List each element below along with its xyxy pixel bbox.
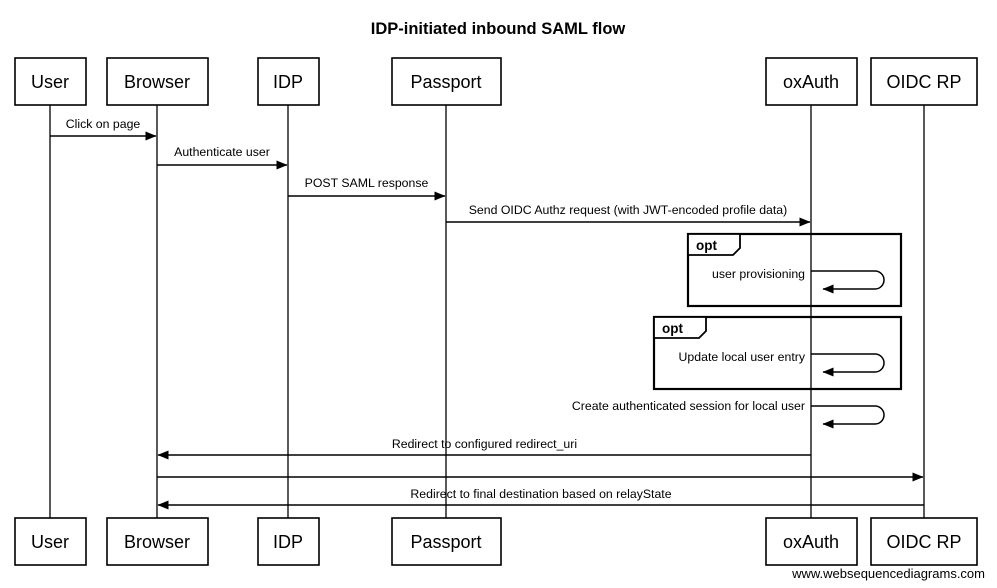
participant-box-passport-bottom: [391, 517, 502, 566]
participant-box-oidcrp-top: [870, 57, 978, 106]
fragment-opt1-label: opt: [696, 238, 717, 253]
participant-label-passport-bottom: Passport: [410, 532, 481, 552]
message-m8-label: Redirect to final destination based on r…: [410, 487, 671, 501]
participant-boxes-bottom: User Browser IDP Passport oxAuth OIDC RP: [14, 517, 978, 566]
participant-label-browser-bottom: Browser: [124, 532, 190, 552]
participant-label-oxauth-bottom: oxAuth: [783, 532, 839, 552]
participant-label-passport-top: Passport: [410, 72, 481, 92]
participant-box-oxauth-bottom: [765, 517, 858, 566]
fragment-opt2: [652, 315, 903, 391]
participant-box-oidcrp-bottom: [870, 517, 978, 566]
participant-box-idp-bottom: [257, 517, 320, 566]
participant-box-idp-top: [257, 57, 320, 106]
participant-label-browser-top: Browser: [124, 72, 190, 92]
participant-label-oidcrp-top: OIDC RP: [886, 72, 961, 92]
fragment-opt1: [686, 232, 903, 308]
participant-label-user-top: User: [31, 72, 69, 92]
message-m5-line: [811, 405, 885, 429]
participant-box-oxauth-top: [765, 57, 858, 106]
message-m6-label: Redirect to configured redirect_uri: [392, 437, 577, 451]
fragment-opt1-tab: [687, 233, 741, 256]
fragment-opt2-message-line: [811, 353, 885, 377]
participant-label-user-bottom: User: [31, 532, 69, 552]
lifelines: [49, 105, 925, 518]
participant-box-user-top: [14, 57, 87, 106]
message-m4-label: Send OIDC Authz request (with JWT-encode…: [469, 203, 788, 217]
fragment-opt2-label: opt: [662, 321, 683, 336]
page-title: IDP-initiated inbound SAML flow: [371, 20, 626, 38]
participant-box-browser-top: [106, 57, 209, 106]
participant-boxes-top: User Browser IDP Passport oxAuth OIDC RP: [14, 57, 978, 106]
message-m3-label: POST SAML response: [305, 176, 429, 190]
fragment-opt2-message-label: Update local user entry: [679, 350, 806, 364]
participant-label-oidcrp-bottom: OIDC RP: [886, 532, 961, 552]
participant-label-idp-bottom: IDP: [273, 532, 303, 552]
message-m5-label: Create authenticated session for local u…: [572, 399, 805, 413]
participant-box-user-bottom: [14, 517, 87, 566]
fragment-opt1-message-label: user provisioning: [712, 267, 805, 281]
message-m2-label: Authenticate user: [174, 145, 270, 159]
participant-label-idp-top: IDP: [273, 72, 303, 92]
fragment-opt1-message-line: [811, 270, 885, 294]
participant-box-passport-top: [391, 57, 502, 106]
fragment-opt2-tab: [653, 316, 707, 339]
message-m1-label: Click on page: [66, 117, 141, 131]
footer-watermark: www.websequencediagrams.com: [791, 566, 985, 581]
participant-box-browser-bottom: [106, 517, 209, 566]
participant-label-oxauth-top: oxAuth: [783, 72, 839, 92]
